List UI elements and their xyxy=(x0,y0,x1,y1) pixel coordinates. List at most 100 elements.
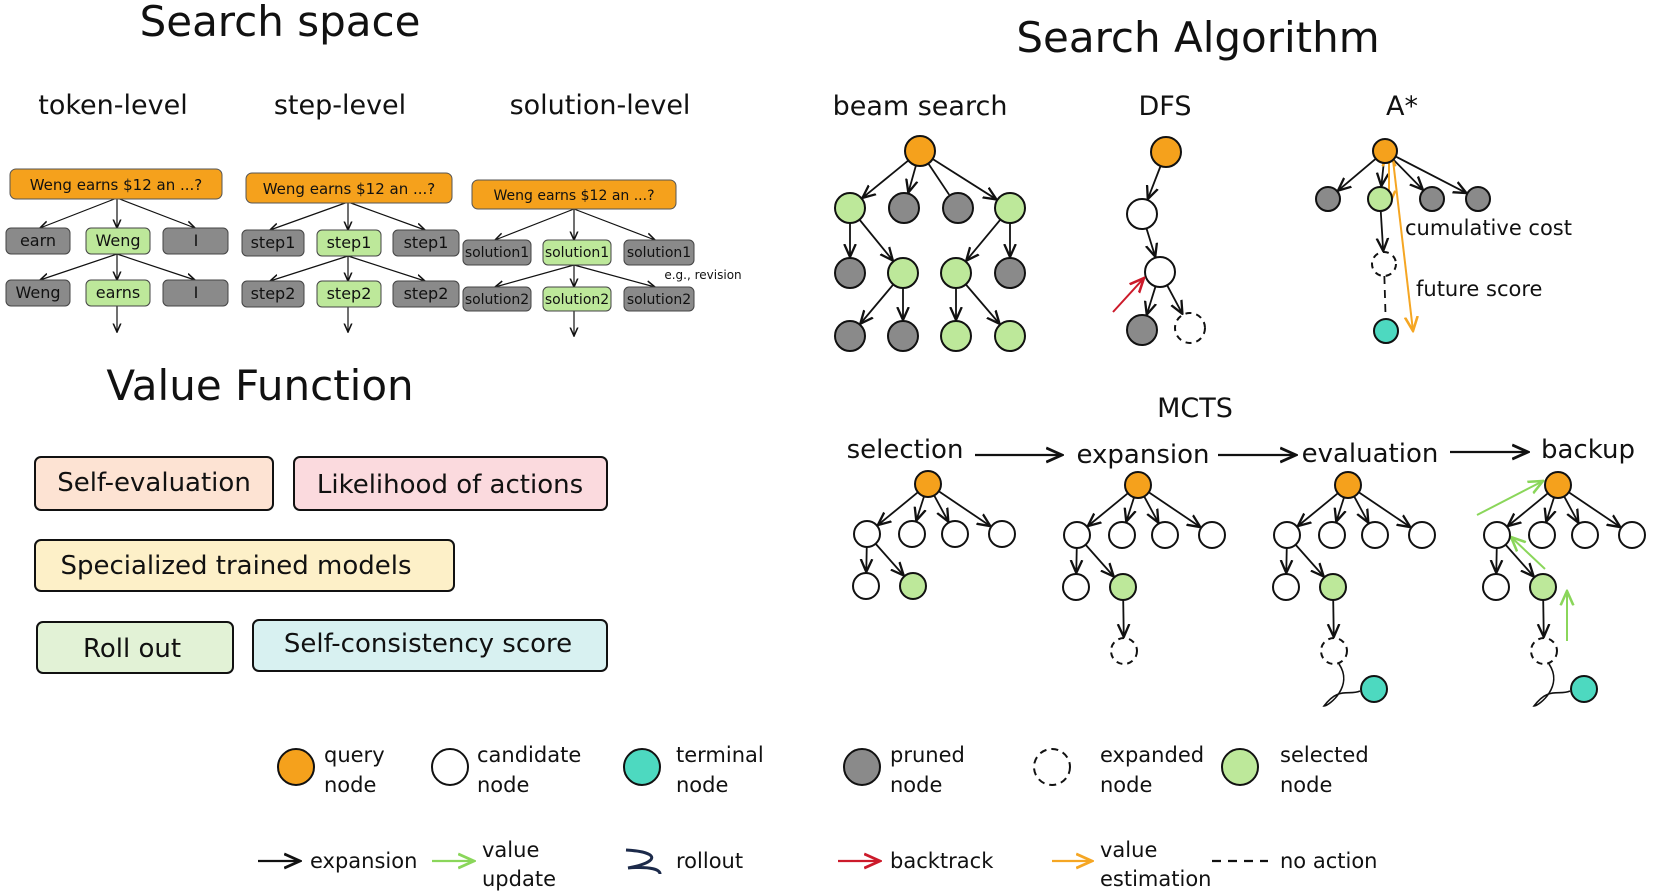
mcts-candidate-node xyxy=(852,572,880,600)
mcts-candidate-node xyxy=(898,520,926,548)
legend-backtrack: backtrack xyxy=(890,849,994,873)
dfs-label: DFS xyxy=(1139,91,1192,122)
mcts-edge xyxy=(1123,599,1124,637)
dfs-edge xyxy=(1147,286,1156,314)
beam-node xyxy=(887,320,919,352)
token-row1-box-2 xyxy=(85,227,151,255)
astar-node xyxy=(1367,186,1393,212)
astar-node xyxy=(1315,186,1341,212)
legend-selected-line2: node xyxy=(1280,773,1332,797)
step-row1-label-1: step1 xyxy=(251,233,296,252)
mcts-edge xyxy=(1336,497,1344,521)
step-row2-box-3 xyxy=(392,280,460,308)
dfs-edge xyxy=(1146,228,1155,256)
mcts-edge xyxy=(1563,496,1578,522)
beam-node xyxy=(940,257,972,289)
query-node-icon xyxy=(277,748,315,786)
beam-node xyxy=(834,192,866,224)
mcts-candidate-node xyxy=(1108,521,1136,549)
search-algorithm-title: Search Algorithm xyxy=(1016,13,1379,62)
beam-node xyxy=(942,192,974,224)
mcts-stage-selection: selection xyxy=(847,435,964,465)
value-function-title: Value Function xyxy=(106,361,413,410)
token-row1-box-3 xyxy=(162,227,229,255)
mcts-candidate-node xyxy=(1361,521,1389,549)
pruned-node-icon xyxy=(843,748,881,786)
mcts-candidate-node xyxy=(1482,573,1510,601)
legend-value-estimation-line2: estimation xyxy=(1100,867,1211,891)
solution-level-query-box xyxy=(471,179,677,210)
mcts-candidate-node xyxy=(1483,521,1511,549)
legend-pruned-line1: pruned xyxy=(890,743,965,767)
astar-future-arrow xyxy=(1392,159,1413,331)
mcts-stage-evaluation: evaluation xyxy=(1302,439,1439,469)
vf-specialized-label: Specialized trained models xyxy=(60,551,411,581)
mcts-query-node xyxy=(914,470,942,498)
beam-search-label: beam search xyxy=(833,91,1008,122)
beam-node xyxy=(888,192,920,224)
step-level-label: step-level xyxy=(274,90,406,121)
mcts-candidate-node xyxy=(1273,521,1301,549)
mcts-edge xyxy=(938,490,991,526)
mcts-edge xyxy=(1508,492,1549,526)
mcts-selected-node xyxy=(1109,573,1137,601)
solution-row1-label-2: solution1 xyxy=(545,245,609,261)
legend-candidate-line2: node xyxy=(477,773,529,797)
dfs-backtrack-arrow xyxy=(1112,278,1144,313)
mcts-candidate-node xyxy=(1618,521,1646,549)
mcts-edge xyxy=(1088,492,1129,526)
mcts-edge xyxy=(1543,599,1544,637)
legend-value-update-line2: update xyxy=(482,867,556,891)
token-row2-box-1 xyxy=(5,279,71,307)
legend-rollout: rollout xyxy=(676,849,743,873)
astar-node xyxy=(1465,186,1491,212)
beam-edge xyxy=(858,219,892,261)
beam-edge xyxy=(860,283,895,323)
mcts-candidate-node xyxy=(1062,573,1090,601)
legend-no-action: no action xyxy=(1280,849,1377,873)
solution-row2-label-3: solution2 xyxy=(627,292,691,308)
search-space-title: Search space xyxy=(140,0,421,46)
step-level-query-text: Weng earns $12 an ...? xyxy=(263,180,436,198)
mcts-edge xyxy=(1358,491,1411,527)
mcts-candidate-node xyxy=(1151,521,1179,549)
beam-edge xyxy=(966,218,1002,261)
beam-query-node xyxy=(904,135,936,167)
token-level-edges xyxy=(40,197,195,332)
dfs-query-node xyxy=(1150,136,1182,168)
solution-row2-box-2 xyxy=(542,286,612,312)
mcts-edge xyxy=(933,495,948,521)
dfs-pruned-node xyxy=(1126,314,1158,346)
vf-specialized-box xyxy=(34,539,455,592)
mcts-expanded-node xyxy=(1320,637,1348,665)
step-row1-box-2 xyxy=(316,229,382,257)
legend-value-estimation-line1: value xyxy=(1100,838,1157,862)
beam-edge xyxy=(862,159,909,197)
dfs-candidate-node xyxy=(1126,198,1158,230)
token-row1-label-1: earn xyxy=(20,231,56,250)
mcts-edge xyxy=(916,496,924,520)
mcts-edge xyxy=(1333,599,1334,637)
vf-self-evaluation-box xyxy=(34,456,274,511)
mcts-edge xyxy=(1126,497,1134,521)
step-row2-label-1: step2 xyxy=(251,284,296,303)
vf-self-evaluation-label: Self-evaluation xyxy=(57,468,251,498)
beam-node xyxy=(994,320,1026,352)
token-level-label: token-level xyxy=(38,90,187,121)
astar-edge xyxy=(1392,158,1423,190)
legend-pruned-line2: node xyxy=(890,773,942,797)
legend-query-line2: node xyxy=(324,773,376,797)
selected-node-icon xyxy=(1221,748,1259,786)
mcts-value-update-arrow xyxy=(1511,537,1546,570)
mcts-stage-backup: backup xyxy=(1541,435,1635,465)
step-row2-label-3: step2 xyxy=(404,284,449,303)
mcts-query-node xyxy=(1124,471,1152,499)
solution-level-edges xyxy=(495,208,655,336)
vf-rollout-box xyxy=(36,621,234,674)
astar-node xyxy=(1419,186,1445,212)
mcts-edge xyxy=(1353,496,1368,522)
vf-self-consistency-box xyxy=(252,619,608,672)
beam-node xyxy=(887,257,919,289)
solution-row1-box-1 xyxy=(462,239,532,266)
